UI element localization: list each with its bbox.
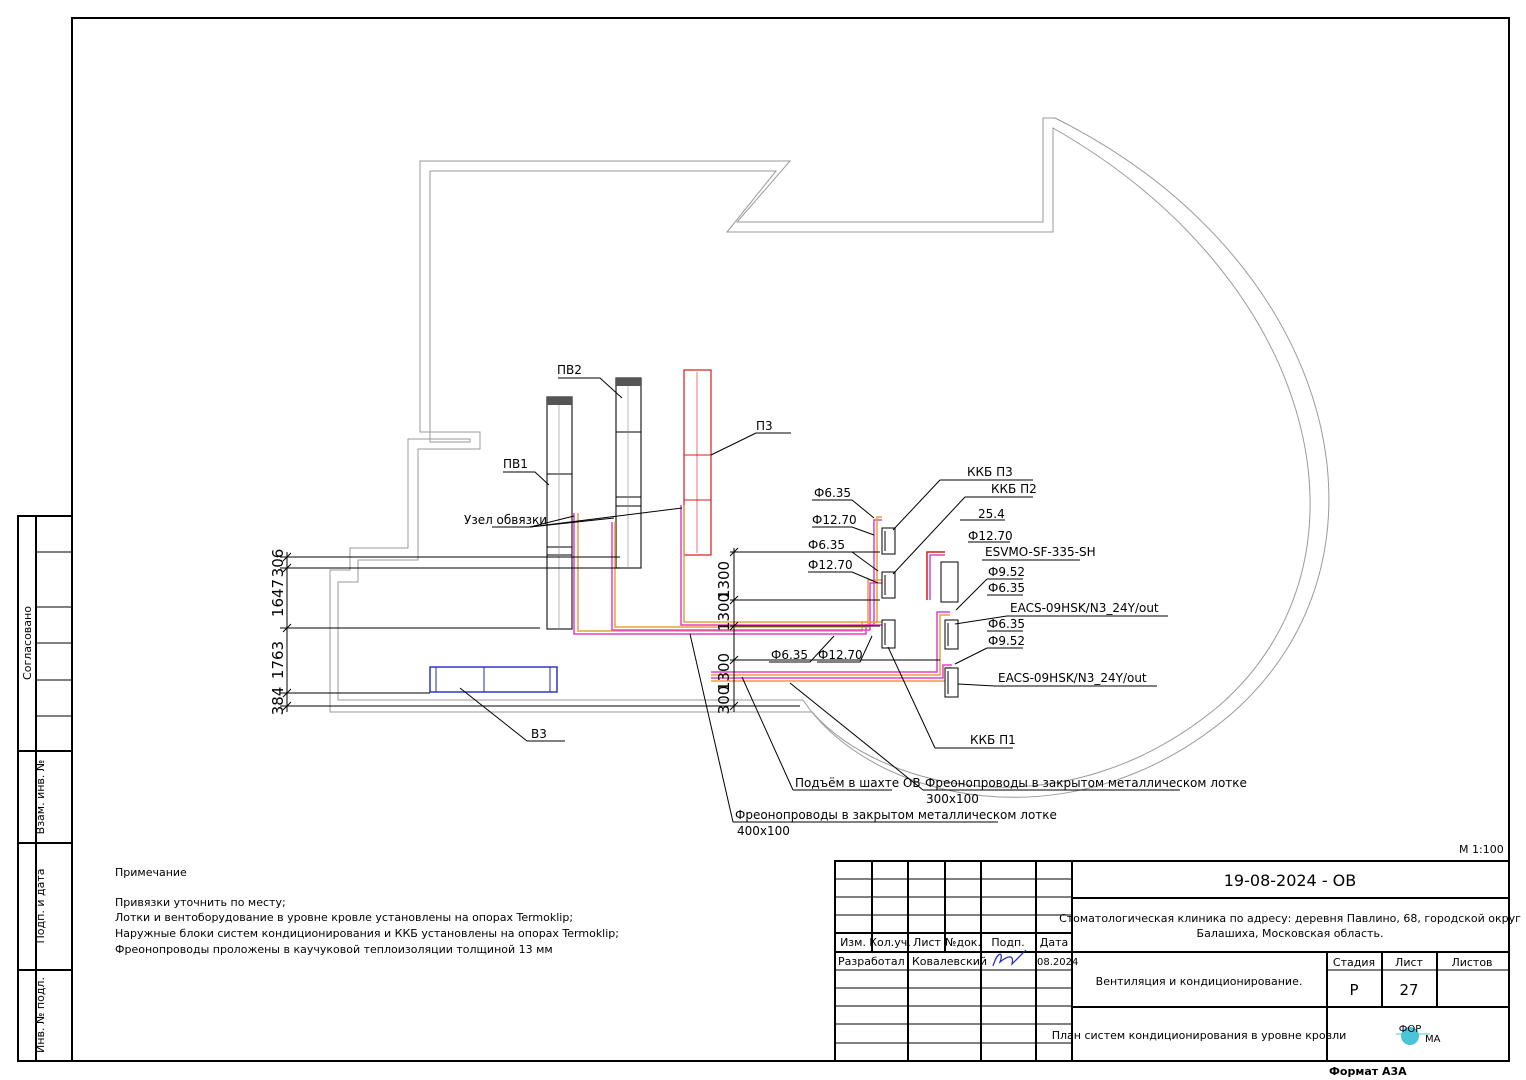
unit-pv2 (615, 377, 642, 569)
vzam-label: Взам. инв. № (34, 760, 47, 835)
label-esvm: ESVMO-SF-335-SH (985, 545, 1096, 559)
notes-title: Примечание (115, 866, 187, 879)
label-eacs-2: EACS-09HSK/N3_24Y/out (998, 671, 1147, 685)
labels: ПВ2 П3 ПВ1 Узел обвязки В3 ККБ П3 ККБ П2… (464, 363, 1247, 838)
tb-h-kol: Кол.уч. (869, 936, 911, 949)
pipe-eacs2-b: Ф9.52 (988, 634, 1025, 648)
dim-1763: 1763 (269, 641, 287, 679)
note-line: Фреонопроводы проложены в каучуковой теп… (115, 943, 553, 956)
label-eacs-1: EACS-09HSK/N3_24Y/out (1010, 601, 1159, 615)
logo-top: ФОР (1399, 1024, 1422, 1035)
label-kkb-p2: ККБ П2 (991, 482, 1037, 496)
dim-1647: 1647 (269, 579, 287, 617)
scale-label: М 1:100 (1459, 843, 1504, 856)
tb-person: Ковалевский (912, 955, 987, 968)
label-pv2: ПВ2 (557, 363, 582, 377)
dim-1300-c: 1300 (715, 653, 733, 691)
label-p3: П3 (756, 419, 773, 433)
side-stamp: Согласовано Взам. инв. № Подп. и дата Ин… (17, 515, 73, 1062)
label-kkb-p1: ККБ П1 (970, 733, 1016, 747)
pipe-p1-b: Ф12.70 (818, 648, 863, 662)
tb-h-podp: Подп. (991, 936, 1024, 949)
note-line: Привязки уточнить по месту; (115, 896, 286, 909)
label-kkb-p3: ККБ П3 (967, 465, 1013, 479)
pipe-p3-b: Ф12.70 (812, 513, 857, 527)
tb-stage: Р (1349, 981, 1358, 999)
tb-h-date: Дата (1040, 936, 1068, 949)
pipe-p2-a: Ф6.35 (808, 538, 845, 552)
dim-384: 384 (269, 687, 287, 716)
signature (992, 949, 1027, 967)
roof-outline (329, 117, 1330, 798)
label-tray-2: Фреонопроводы в закрытом металлическом л… (735, 808, 1057, 822)
label-pv1: ПВ1 (503, 457, 528, 471)
logo: ФОР МА (1396, 1024, 1441, 1045)
tb-format: Формат А3А (1329, 1065, 1407, 1078)
dim-300-b: 300 (715, 686, 733, 715)
dim-1300-b: 1300 (715, 593, 733, 631)
ccu-units (881, 527, 959, 698)
tb-h-sheets: Листов (1451, 956, 1492, 969)
label-tray-2-size: 400х100 (737, 824, 790, 838)
note-line: Наружные блоки систем кондиционирования … (115, 927, 619, 940)
pipe-p3-a: Ф6.35 (814, 486, 851, 500)
label-v3: В3 (531, 727, 547, 741)
tb-object-1: Стоматологическая клиника по адресу: дер… (1059, 912, 1521, 925)
tb-date: 08.2024 (1037, 957, 1078, 968)
label-tray-1-size: 300х100 (926, 792, 979, 806)
pipe-eacs1-b: Ф6.35 (988, 581, 1025, 595)
podp-label: Подп. и дата (34, 869, 47, 944)
notes: Примечание Привязки уточнить по месту; Л… (115, 866, 619, 956)
agreed-label: Согласовано (21, 606, 34, 680)
unit-p3 (683, 369, 712, 556)
note-line: Лотки и вентоборудование в уровне кровле… (115, 911, 573, 924)
pipe-esvm-b: Ф12.70 (968, 529, 1013, 543)
tb-h-izm: Изм. (840, 936, 866, 949)
refrigerant-lines (573, 505, 952, 682)
dim-1300-a: 1300 (715, 561, 733, 599)
label-uzel: Узел обвязки (464, 513, 547, 527)
pipe-eacs1-a: Ф9.52 (988, 565, 1025, 579)
logo-bottom: МА (1425, 1034, 1441, 1045)
pipe-p2-b: Ф12.70 (808, 558, 853, 572)
dim-306: 306 (269, 549, 287, 578)
tb-code: 19-08-2024 - ОВ (1224, 871, 1357, 890)
unit-v3 (429, 666, 558, 693)
tb-drawing: План систем кондиционирования в уровне к… (1052, 1029, 1347, 1042)
sheet-frame (71, 17, 1510, 1062)
tb-role: Разработал (838, 955, 905, 968)
title-block: Изм. Кол.уч. Лист №док. Подп. Дата Разра… (834, 860, 1521, 1078)
pipe-esvm-a: 25.4 (978, 507, 1005, 521)
tb-h-ndok: №док. (945, 936, 981, 949)
tb-sheet: 27 (1399, 981, 1418, 999)
leaders (459, 377, 1180, 823)
pipe-p1-a: Ф6.35 (771, 648, 808, 662)
label-shaft: Подъём в шахте ОВ (795, 776, 921, 790)
tb-object-2: Балашиха, Московская область. (1197, 927, 1384, 940)
inv-label: Инв. № подл. (34, 977, 47, 1053)
tb-h-stage: Стадия (1333, 956, 1375, 969)
unit-pv1 (546, 396, 573, 630)
label-tray-1: Фреонопроводы в закрытом металлическом л… (925, 776, 1247, 790)
pipe-eacs2-a: Ф6.35 (988, 617, 1025, 631)
tb-section: Вентиляция и кондиционирование. (1096, 975, 1303, 988)
dimension-middle: 1300 1300 1300 300 (715, 547, 940, 715)
dimension-left: 306 1647 1763 384 (269, 549, 800, 716)
tb-h-sheet: Лист (1395, 956, 1423, 969)
tb-h-list: Лист (913, 936, 941, 949)
